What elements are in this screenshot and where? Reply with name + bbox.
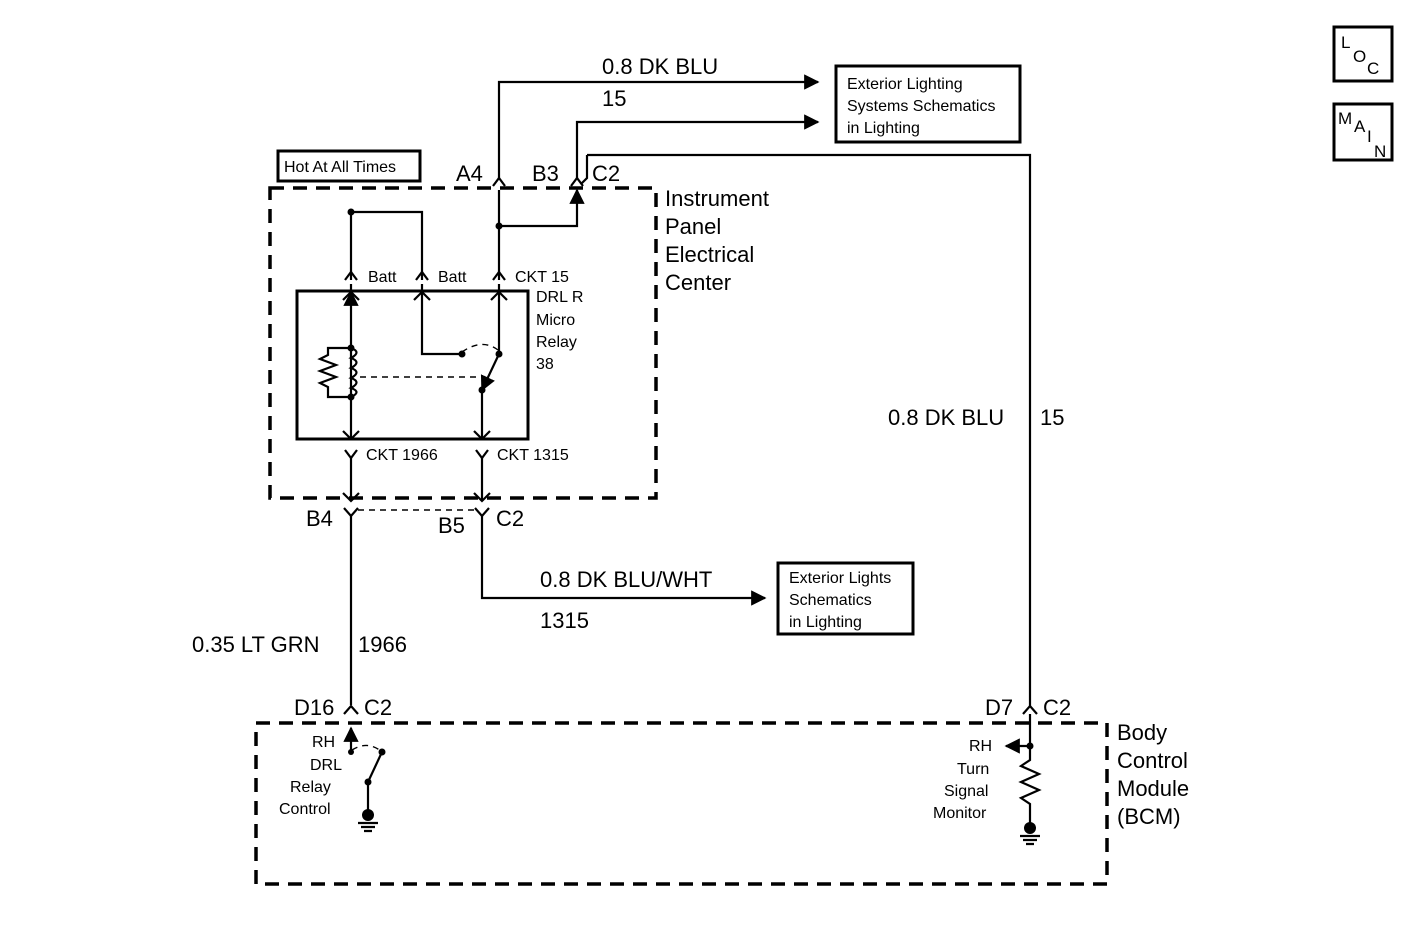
svg-text:Module: Module xyxy=(1117,776,1189,801)
label-ckt-1966: CKT 1966 xyxy=(366,447,438,464)
svg-text:Electrical: Electrical xyxy=(665,242,754,267)
wire-1315 xyxy=(480,516,767,606)
connector-d7: D7 xyxy=(985,695,1013,720)
connector-c2-d7: C2 xyxy=(1043,695,1071,720)
connector-d16: D16 xyxy=(294,695,334,720)
connector-c2-d16: C2 xyxy=(364,695,392,720)
connector-b4: B4 xyxy=(306,506,333,531)
relay-label: DRL R Micro Relay 38 xyxy=(536,289,583,373)
label-ckt-15: CKT 15 xyxy=(515,269,569,286)
wire-top-circuit: 15 xyxy=(602,86,626,111)
svg-text:Exterior Lighting: Exterior Lighting xyxy=(847,76,963,93)
label-ckt-1315: CKT 1315 xyxy=(497,447,569,464)
svg-text:Center: Center xyxy=(665,270,731,295)
svg-text:DRL: DRL xyxy=(310,757,342,774)
connector-c2-top: C2 xyxy=(592,161,620,186)
loc-letter-l: L xyxy=(1341,33,1350,52)
svg-text:Relay: Relay xyxy=(536,334,577,351)
ext-lights-ref-box[interactable]: Exterior Lights Schematics in Lighting xyxy=(776,561,915,636)
wire-top-color: 0.8 DK BLU xyxy=(602,54,718,79)
svg-text:RH: RH xyxy=(969,738,992,755)
ipec-label: Instrument Panel Electrical Center xyxy=(665,186,769,295)
wire-right-color: 0.8 DK BLU xyxy=(888,405,1004,430)
loc-letter-o: O xyxy=(1353,47,1366,66)
rh-drl-relay-control-label: RH DRL Relay Control xyxy=(279,734,342,818)
svg-text:Micro: Micro xyxy=(536,312,575,329)
drl-micro-relay xyxy=(295,284,530,441)
hot-at-all-times-box: Hot At All Times xyxy=(276,149,422,183)
main-letter-a: A xyxy=(1354,117,1366,136)
main-letter-i: I xyxy=(1367,127,1372,146)
svg-text:Signal: Signal xyxy=(944,783,988,800)
main-letter-n: N xyxy=(1374,142,1386,161)
wire-right-circuit: 15 xyxy=(1040,405,1064,430)
svg-text:in Lighting: in Lighting xyxy=(789,614,862,631)
relay-outputs xyxy=(342,449,491,503)
bcm-enclosure xyxy=(254,721,1109,886)
svg-text:Panel: Panel xyxy=(665,214,721,239)
connector-b5: B5 xyxy=(438,513,465,538)
svg-text:Control: Control xyxy=(1117,748,1188,773)
wire-mid-color: 0.8 DK BLU/WHT xyxy=(540,567,712,592)
svg-text:Schematics: Schematics xyxy=(789,592,872,609)
bcm-label: Body Control Module (BCM) xyxy=(1117,720,1189,829)
connector-a4: A4 xyxy=(456,161,483,186)
svg-text:(BCM): (BCM) xyxy=(1117,804,1181,829)
svg-text:Monitor: Monitor xyxy=(933,805,987,822)
svg-text:DRL R: DRL R xyxy=(536,289,583,306)
ext-lighting-systems-ref-box[interactable]: Exterior Lighting Systems Schematics in … xyxy=(834,64,1022,144)
wire-left-circuit: 1966 xyxy=(358,632,407,657)
main-letter-m: M xyxy=(1338,109,1352,128)
connector-b4-b5 xyxy=(343,507,490,518)
wire-mid-circuit: 1315 xyxy=(540,608,589,633)
connector-c2-mid: C2 xyxy=(496,506,524,531)
rh-turn-signal-monitor xyxy=(1004,714,1042,846)
svg-text:Body: Body xyxy=(1117,720,1167,745)
svg-text:Instrument: Instrument xyxy=(665,186,769,211)
ipec-enclosure xyxy=(268,186,658,500)
svg-text:Hot At All Times: Hot At All Times xyxy=(284,159,396,176)
wire-a4-top xyxy=(492,74,820,187)
svg-text:Relay: Relay xyxy=(290,779,331,796)
svg-text:RH: RH xyxy=(312,734,335,751)
svg-text:in Lighting: in Lighting xyxy=(847,120,920,137)
connector-b3: B3 xyxy=(532,161,559,186)
svg-text:Exterior Lights: Exterior Lights xyxy=(789,570,891,587)
svg-text:Turn: Turn xyxy=(957,761,989,778)
loc-letter-c: C xyxy=(1367,59,1379,78)
loc-button[interactable]: L O C xyxy=(1332,25,1394,83)
rh-turn-signal-monitor-label: RH Turn Signal Monitor xyxy=(933,738,992,822)
bcm-connectors xyxy=(343,700,1038,715)
rh-drl-relay-control-switch xyxy=(343,726,386,833)
main-button[interactable]: M A I N xyxy=(1332,102,1394,162)
wire-left-color: 0.35 LT GRN xyxy=(192,632,320,657)
svg-text:Control: Control xyxy=(279,801,331,818)
wire-right-to-bcm xyxy=(580,153,1032,700)
svg-text:38: 38 xyxy=(536,356,554,373)
label-batt-2: Batt xyxy=(438,269,467,286)
label-batt-1: Batt xyxy=(368,269,397,286)
ipec-internal-wiring xyxy=(344,188,585,281)
svg-text:Systems Schematics: Systems Schematics xyxy=(847,98,995,115)
